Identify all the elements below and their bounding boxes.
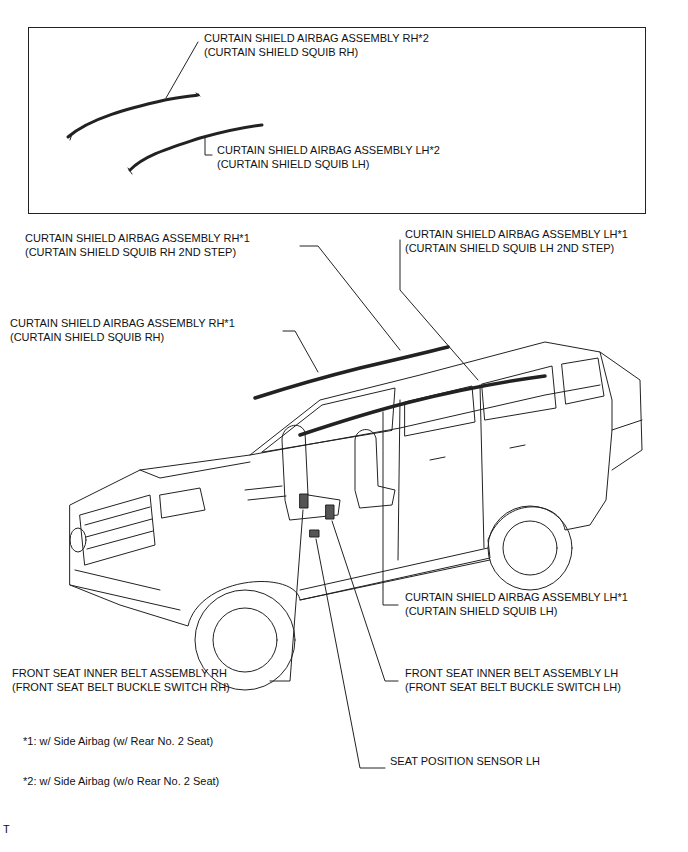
seat (282, 425, 340, 520)
wheel-rim (213, 608, 277, 672)
buckle-lh (326, 505, 334, 519)
leader-line (300, 246, 400, 350)
part-label: (CURTAIN SHIELD SQUIB LH) (217, 158, 369, 171)
seat (355, 430, 395, 508)
part-label: CURTAIN SHIELD AIRBAG ASSEMBLY LH*1 (405, 228, 628, 241)
curtain-airbag-rh (255, 347, 448, 398)
body-outline (70, 342, 612, 626)
part-label: CURTAIN SHIELD AIRBAG ASSEMBLY RH*2 (204, 32, 429, 45)
leader-line (205, 137, 212, 155)
wheel (488, 506, 572, 590)
bumper (70, 570, 180, 610)
wheel-rim (503, 521, 557, 575)
door-handle (430, 445, 525, 460)
quarter-window (562, 358, 604, 404)
part-label: (CURTAIN SHIELD SQUIB RH) (10, 331, 164, 344)
part-label: (CURTAIN SHIELD SQUIB LH) (405, 605, 557, 618)
hood-line (140, 462, 250, 478)
curtain-airbag-lh (300, 376, 545, 435)
leader-line (332, 521, 398, 681)
part-label: SEAT POSITION SENSOR LH (390, 755, 540, 768)
rear-end (600, 352, 642, 470)
figure-code: T (3, 823, 10, 836)
part-label: (FRONT SEAT BELT BUCKLE SWITCH RH) (12, 681, 230, 694)
part-label: CURTAIN SHIELD AIRBAG ASSEMBLY LH*2 (217, 144, 440, 157)
door-line (398, 385, 484, 560)
leader-line (283, 331, 318, 372)
leader-line (400, 240, 478, 380)
note-text: *2: w/ Side Airbag (w/o Rear No. 2 Seat) (23, 775, 219, 788)
part-label: (CURTAIN SHIELD SQUIB RH 2ND STEP) (25, 246, 236, 259)
seat-position-sensor (310, 530, 319, 537)
part-label: CURTAIN SHIELD AIRBAG ASSEMBLY RH*1 (10, 317, 235, 330)
headlamp (160, 488, 205, 518)
leader-line (166, 42, 198, 98)
part-label: FRONT SEAT INNER BELT ASSEMBLY RH (12, 667, 227, 680)
airbag-rh (68, 95, 198, 137)
side-window (482, 366, 556, 420)
note-text: *1: w/ Side Airbag (w/ Rear No. 2 Seat) (23, 735, 213, 748)
leader-line (270, 510, 303, 681)
buckle-rh (300, 494, 308, 508)
part-label: CURTAIN SHIELD AIRBAG ASSEMBLY RH*1 (25, 232, 250, 245)
airbag-end (70, 93, 200, 140)
dashboard (245, 486, 286, 500)
airbag-end (128, 168, 132, 174)
belt-line (250, 385, 600, 455)
leader-line (383, 412, 398, 605)
part-label: (CURTAIN SHIELD SQUIB RH) (204, 46, 358, 59)
headlamp (70, 528, 86, 552)
grille (80, 495, 155, 565)
part-label: (CURTAIN SHIELD SQUIB LH 2ND STEP) (405, 242, 614, 255)
inset-frame: CURTAIN SHIELD AIRBAG ASSEMBLY RH*2(CURT… (28, 27, 646, 214)
part-label: FRONT SEAT INNER BELT ASSEMBLY LH (405, 667, 618, 680)
part-label: CURTAIN SHIELD AIRBAG ASSEMBLY LH*1 (405, 591, 628, 604)
grille-bars (85, 507, 153, 549)
leader-line (316, 539, 385, 768)
part-label: (FRONT SEAT BELT BUCKLE SWITCH LH) (405, 681, 621, 694)
